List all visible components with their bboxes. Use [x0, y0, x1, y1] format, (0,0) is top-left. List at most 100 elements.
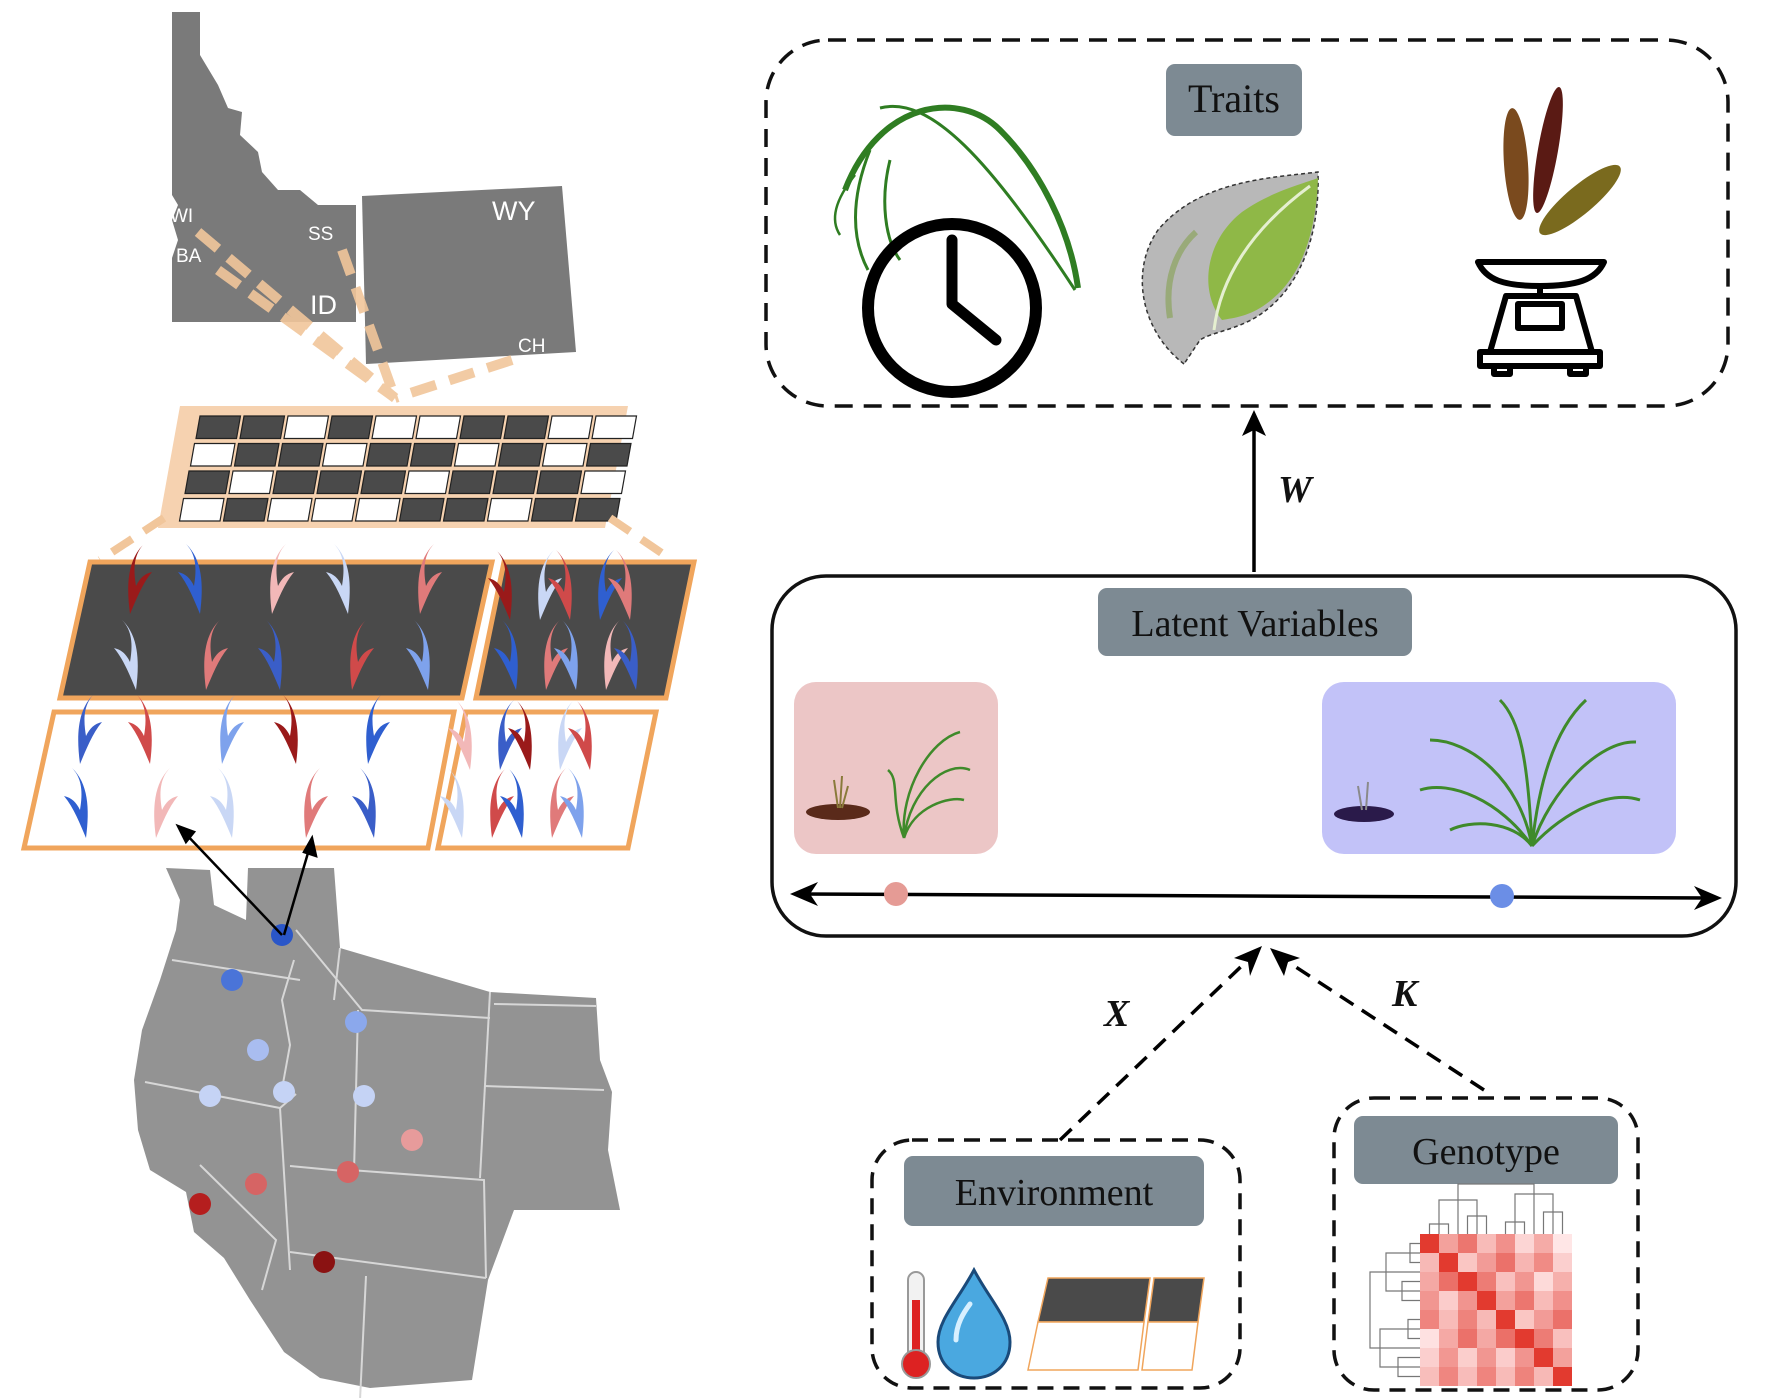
environment-label: Environment	[955, 1172, 1154, 1214]
grid-cell	[283, 415, 330, 440]
sprout-icon	[326, 544, 350, 614]
heatmap-cell	[1439, 1310, 1458, 1329]
heatmap-cell	[1515, 1234, 1534, 1253]
heatmap-cell	[1477, 1291, 1496, 1310]
heatmap-cell	[1534, 1367, 1553, 1386]
heatmap-cell	[1534, 1272, 1553, 1291]
sprout-icon	[554, 620, 578, 690]
latent-axis	[790, 882, 1722, 910]
grid-cell	[371, 415, 418, 440]
heatmap-cell	[1534, 1310, 1553, 1329]
state-label-wy: WY	[492, 196, 536, 226]
heatmap-cell	[1515, 1253, 1534, 1272]
x-arrow: X	[1058, 946, 1262, 1142]
grid-cell	[580, 470, 627, 495]
grid-cell	[536, 470, 583, 495]
sprout-icon	[498, 700, 522, 770]
heatmap-cell	[1439, 1291, 1458, 1310]
sprout-icon	[204, 620, 228, 690]
sprout-icon	[500, 768, 524, 838]
w-label: W	[1278, 469, 1315, 511]
idaho-shape	[172, 12, 356, 322]
latent-point-pink	[884, 882, 908, 906]
heatmap-cell	[1515, 1348, 1534, 1367]
site-to-plot-arrows	[175, 823, 318, 936]
grid-expansion-lines	[97, 514, 675, 564]
clock-icon	[862, 218, 1042, 398]
site-dot	[353, 1085, 375, 1107]
collection-site-dots	[189, 924, 423, 1273]
leaf-icon	[1141, 171, 1319, 366]
plot-panels	[20, 544, 698, 851]
sprout-icon	[350, 620, 374, 690]
sprout-icon	[128, 694, 152, 764]
sprout-icon	[210, 768, 234, 838]
heatmap-cell	[1534, 1253, 1553, 1272]
grid-cell	[233, 442, 280, 467]
heatmap-cell	[1534, 1329, 1553, 1348]
site-label-ba: BA	[176, 246, 202, 267]
sprout-icon	[544, 620, 568, 690]
sprout-icon	[608, 550, 632, 620]
heatmap-cell	[1515, 1291, 1534, 1310]
heatmap-cell	[1477, 1234, 1496, 1253]
sprout-icon	[598, 550, 622, 620]
heatmap-cell	[1477, 1329, 1496, 1348]
grid-cell	[486, 497, 533, 522]
grid-cell	[228, 470, 275, 495]
site-dot	[245, 1173, 267, 1195]
site-dot	[337, 1161, 359, 1183]
grid-cell	[541, 442, 588, 467]
plot-panel-dark-mixed	[472, 559, 698, 701]
grid-cell	[404, 470, 451, 495]
sprout-icon	[220, 694, 244, 764]
sprout-icon	[366, 694, 390, 764]
genotype-label: Genotype	[1412, 1131, 1560, 1173]
grid-cell	[503, 415, 550, 440]
environment-box: Environment	[870, 1138, 1242, 1390]
grid-cell	[442, 497, 489, 522]
grid-cell	[327, 415, 374, 440]
heatmap-cell	[1553, 1348, 1572, 1367]
grid-cell	[189, 442, 236, 467]
heatmap-cell	[1439, 1329, 1458, 1348]
western-us-map	[134, 823, 620, 1398]
heatmap-cell	[1553, 1310, 1572, 1329]
sprout-icon	[258, 620, 282, 690]
sprout-icon	[558, 700, 582, 770]
k-arrow: K	[1270, 948, 1485, 1092]
sprout-icon	[418, 544, 442, 614]
grid-cell	[448, 470, 495, 495]
k-label: K	[1391, 973, 1420, 1015]
sprout-icon	[508, 700, 532, 770]
site-dot	[313, 1251, 335, 1273]
heatmap-cell	[1553, 1272, 1572, 1291]
dendrogram-branch	[1457, 1183, 1535, 1234]
heatmap-cell	[1420, 1348, 1439, 1367]
heatmap-cell	[1420, 1329, 1439, 1348]
heatmap-cell	[1534, 1291, 1553, 1310]
heatmap-cell	[1458, 1253, 1477, 1272]
site-dot	[345, 1011, 367, 1033]
environment-label-box	[904, 1156, 1204, 1226]
heatmap-cell	[1496, 1291, 1515, 1310]
sprout-icon	[490, 768, 514, 838]
heatmap-cell	[1515, 1272, 1534, 1291]
traits-box: Traits	[764, 38, 1730, 408]
grid-cell	[398, 497, 445, 522]
sprout-icon	[488, 550, 512, 620]
sprout-icon	[178, 544, 202, 614]
heatmap-cell	[1496, 1253, 1515, 1272]
large-grass-icon	[1334, 698, 1641, 848]
grid-cell	[310, 497, 357, 522]
heatmap-cell	[1515, 1367, 1534, 1386]
heatmap-cell	[1439, 1272, 1458, 1291]
grid-cell	[415, 415, 462, 440]
sprout-icon	[154, 768, 178, 838]
heatmap-cell	[1515, 1310, 1534, 1329]
site-label-wi: WI	[170, 206, 193, 227]
heatmap-cell	[1420, 1253, 1439, 1272]
site-dot	[189, 1193, 211, 1215]
latent-label: Latent Variables	[1131, 603, 1378, 645]
